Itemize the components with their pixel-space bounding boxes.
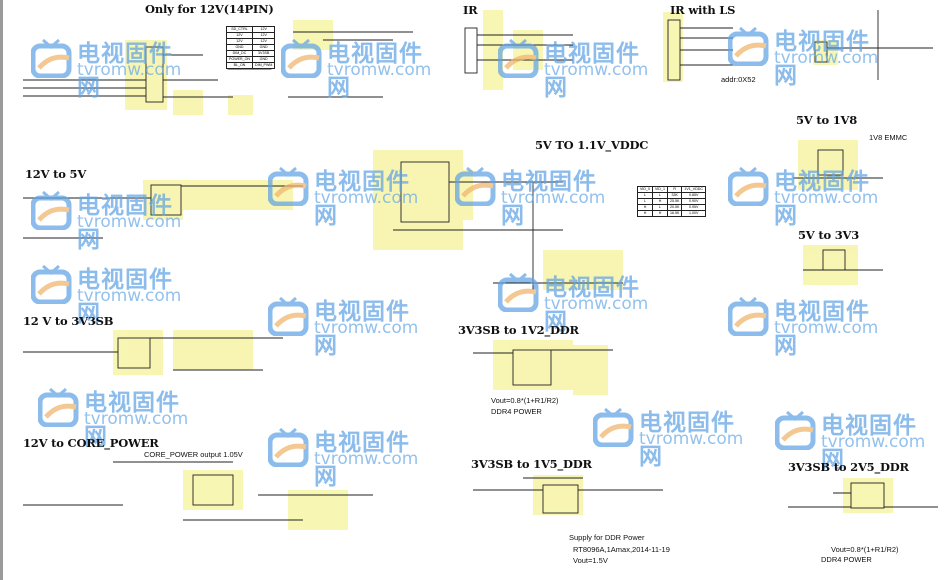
note-vout-1v5: Vout=1.5V bbox=[573, 556, 608, 565]
heading-ir-ls: IR with LS bbox=[670, 3, 736, 17]
wires bbox=[23, 10, 938, 521]
note-emmc: 1V8 EMMC bbox=[869, 133, 908, 142]
tv-logo-icon bbox=[38, 387, 79, 427]
table-cell: H bbox=[652, 210, 668, 217]
table-cell: 16.5K bbox=[666, 210, 683, 217]
note-supply-ddr: Supply for DDR Power bbox=[569, 533, 645, 542]
note-vout-1v2: Vout=0.8*(1+R1/R2) bbox=[491, 396, 559, 405]
tv-logo-icon bbox=[31, 264, 72, 304]
heading-12v-3v3sb: 12 V to 3V3SB bbox=[23, 314, 114, 328]
heading-1v5-ddr: 3V3SB to 1V5_DDR bbox=[471, 457, 592, 471]
heading-core-power: 12V to CORE_POWER bbox=[23, 436, 159, 450]
note-core-output: CORE_POWER output 1.05V bbox=[144, 450, 243, 459]
tv-logo-icon bbox=[775, 410, 816, 450]
tv-logo-icon bbox=[455, 166, 496, 206]
heading-5v-1v8: 5V to 1V8 bbox=[796, 113, 858, 127]
schematic-wiring bbox=[23, 10, 938, 530]
tv-logo-icon bbox=[728, 166, 769, 206]
heading-2v5-ddr: 3V3SB to 2V5_DDR bbox=[788, 460, 909, 474]
tv-logo-icon bbox=[498, 272, 539, 312]
tv-logo-icon bbox=[728, 296, 769, 336]
table-cell: H bbox=[637, 210, 653, 217]
tv-logo-icon bbox=[268, 427, 309, 467]
heading-5v-3v3: 5V to 3V3 bbox=[798, 228, 860, 242]
heading-1v2-ddr: 3V3SB to 1V2_DDR bbox=[458, 323, 579, 337]
note-ddr4-1v2: DDR4 POWER bbox=[491, 407, 542, 416]
note-vout-2v5: Vout=0.8*(1+R1/R2) bbox=[831, 545, 899, 554]
note-ddr4-2v5: DDR4 POWER bbox=[821, 555, 872, 564]
table-cell: POWER_ON bbox=[226, 56, 253, 63]
tv-logo-icon bbox=[281, 38, 322, 78]
heading-5v-vddc: 5V TO 1.1V_VDDC bbox=[535, 138, 649, 152]
note-rt8096: RT8096A,1Amax,2014-11-19 bbox=[573, 545, 670, 554]
table-cell: DIM_PWM bbox=[251, 62, 276, 69]
tv-logo-icon bbox=[31, 190, 72, 230]
table-cell: 1V1_VDDC bbox=[681, 186, 706, 193]
tv-logo-icon bbox=[593, 407, 634, 447]
table-cell: BL_ON bbox=[226, 62, 253, 69]
tv-logo-icon bbox=[728, 26, 769, 66]
heading-12v-5v: 12V to 5V bbox=[25, 167, 87, 181]
tv-logo-icon bbox=[31, 38, 72, 78]
part-highlights bbox=[113, 10, 893, 530]
table-cell: 1.00V bbox=[681, 210, 706, 217]
heading-ir: IR bbox=[463, 3, 478, 17]
tv-logo-icon bbox=[498, 38, 539, 78]
note-addr: addr:0X52 bbox=[721, 75, 756, 84]
heading-only-12v: Only for 12V(14PIN) bbox=[145, 2, 274, 16]
tv-logo-icon bbox=[268, 166, 309, 206]
tv-logo-icon bbox=[268, 296, 309, 336]
